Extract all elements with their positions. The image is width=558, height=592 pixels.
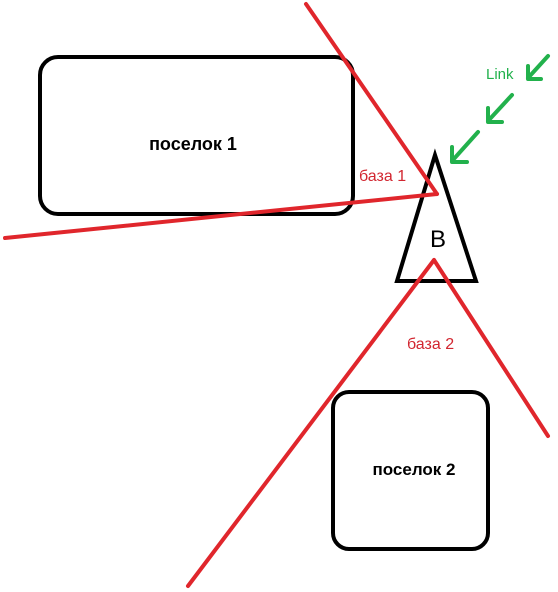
base-2-line-left bbox=[186, 258, 436, 588]
settlement-1-label: поселок 1 bbox=[149, 134, 237, 154]
base-2-line-right bbox=[432, 258, 550, 438]
link-arrow-3-icon bbox=[450, 130, 480, 164]
link-label: Link bbox=[486, 66, 514, 83]
base-1-line-upper bbox=[304, 2, 439, 196]
base-1-label: база 1 bbox=[359, 168, 406, 185]
settlement-2-label: поселок 2 bbox=[373, 460, 456, 479]
base-1-line-left bbox=[3, 192, 439, 240]
link-arrow-1-icon bbox=[526, 54, 550, 81]
base-b-label: B bbox=[430, 226, 446, 253]
base-2-label: база 2 bbox=[407, 336, 454, 353]
base-b-triangle bbox=[394, 148, 479, 283]
settlement-2-box bbox=[331, 390, 490, 551]
settlement-1-box bbox=[38, 55, 355, 216]
link-arrow-2-icon bbox=[486, 93, 514, 124]
